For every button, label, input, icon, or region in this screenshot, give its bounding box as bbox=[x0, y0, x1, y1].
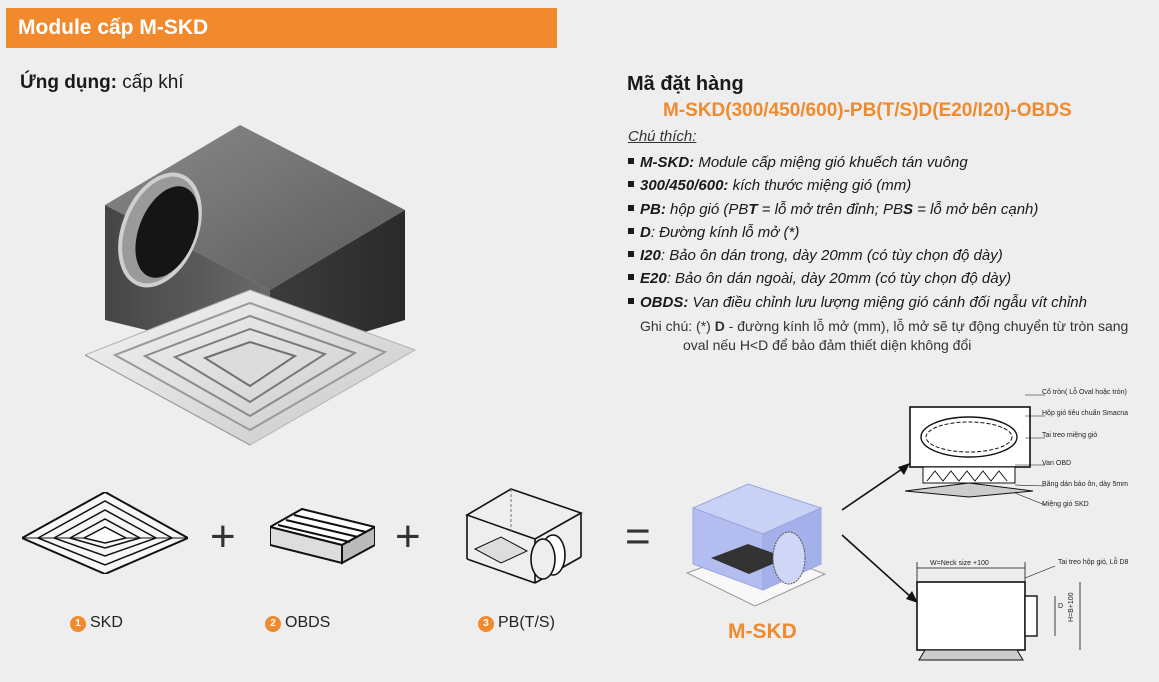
legend-list: M-SKD: Module cấp miệng gió khuếch tán v… bbox=[628, 151, 1087, 314]
order-code: M-SKD(300/450/600)-PB(T/S)D(E20/I20)-OBD… bbox=[663, 100, 1072, 121]
number-badge-icon: 3 bbox=[478, 616, 494, 632]
legend-item: E20: Bảo ôn dán ngoài, dày 20mm (có tùy … bbox=[628, 267, 1087, 290]
result-label: M-SKD bbox=[728, 620, 797, 643]
callout-box: Hộp gió tiêu chuẩn Smacna bbox=[1042, 410, 1128, 417]
legend-item: OBDS: Van điều chỉnh lưu lượng miệng gió… bbox=[628, 291, 1087, 314]
callout-diffuser: Miệng gió SKD bbox=[1042, 501, 1089, 508]
callout-collar: Cổ tròn( Lỗ Oval hoặc tròn) bbox=[1042, 389, 1127, 396]
pb-plenum-box-icon bbox=[465, 488, 583, 584]
legend-item: 300/450/600: kích thước miệng gió (mm) bbox=[628, 174, 1087, 197]
callout-obd: Van OBD bbox=[1042, 460, 1072, 467]
order-code-heading: Mã đặt hàng bbox=[627, 73, 744, 95]
width-label: W=Neck size +100 bbox=[930, 560, 989, 567]
obds-damper-icon bbox=[270, 507, 375, 565]
page-title: Module cấp M-SKD bbox=[6, 8, 557, 48]
d-label: D bbox=[1058, 603, 1064, 610]
skd-diffuser-icon bbox=[22, 492, 188, 574]
number-badge-icon: 2 bbox=[265, 616, 281, 632]
application-line: Ứng dụng: cấp khí bbox=[20, 72, 184, 94]
assembled-module-icon bbox=[685, 483, 827, 607]
footnote-line-1: Ghi chú: (*) D - đường kính lỗ mở (mm), … bbox=[640, 318, 1129, 334]
legend-item: PB: hộp gió (PBT = lỗ mở trên đỉnh; PBS … bbox=[628, 198, 1087, 221]
section-drawing-top bbox=[905, 394, 1046, 506]
footnote-line-2: oval nếu H<D để bảo đảm thiết diện không… bbox=[683, 337, 972, 353]
application-value: cấp khí bbox=[122, 72, 184, 93]
application-label: Ứng dụng: bbox=[20, 72, 118, 93]
height-label: H=B+100 bbox=[1068, 592, 1075, 622]
plus-sign: + bbox=[395, 512, 421, 561]
arrows bbox=[841, 463, 918, 603]
plus-sign: + bbox=[210, 512, 236, 561]
legend-item: M-SKD: Module cấp miệng gió khuếch tán v… bbox=[628, 151, 1087, 174]
callout-insulation: Băng dán bảo ôn, dày 5mm bbox=[1042, 481, 1129, 488]
module-3d-illustration bbox=[85, 125, 417, 446]
legend-item: I20: Bảo ôn dán trong, dày 20mm (có tùy … bbox=[628, 244, 1087, 267]
number-badge-icon: 1 bbox=[70, 616, 86, 632]
equals-sign: = bbox=[625, 512, 651, 561]
section-drawing-bottom bbox=[916, 562, 1081, 661]
notes-heading: Chú thích: bbox=[628, 128, 697, 145]
callout-hanger: Tai treo miệng gió bbox=[1042, 432, 1098, 439]
legend-item: D: Đường kính lỗ mở (*) bbox=[628, 221, 1087, 244]
hanger-label: Tai treo hộp gió, Lỗ D8 bbox=[1058, 559, 1129, 566]
